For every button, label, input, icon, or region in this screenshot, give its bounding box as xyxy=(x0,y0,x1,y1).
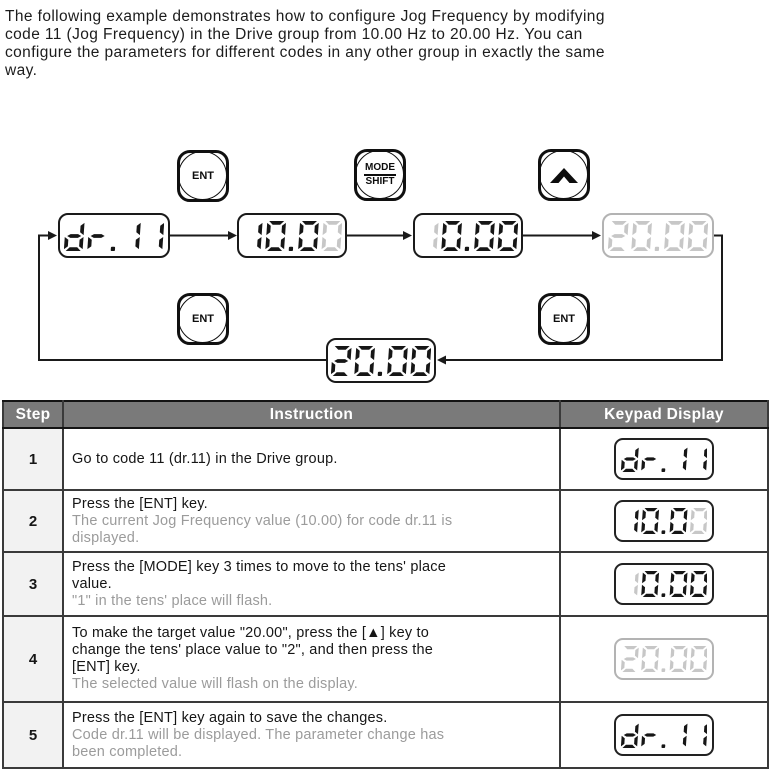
instruction-text: Press the [ENT] key. xyxy=(72,495,208,512)
ent-button: ENT xyxy=(177,293,229,345)
steps-table: Step Instruction Keypad Display 1 Go to c… xyxy=(2,400,769,769)
instruction-text: [ENT] key. xyxy=(72,659,141,675)
paragraph-line: The following example demonstrates how t… xyxy=(5,8,605,25)
instruction-note: The selected value will flash on the dis… xyxy=(72,676,358,692)
table-row: 4 To make the target value "20.00", press… xyxy=(2,615,769,703)
step-number: 3 xyxy=(2,551,64,617)
shift-label: SHIFT xyxy=(365,176,395,188)
seven-segment-display xyxy=(614,500,714,542)
button-circle xyxy=(357,152,403,198)
ent-button-label: ENT xyxy=(192,313,214,325)
instruction-cell: Press the [ENT] key.The current Jog Freq… xyxy=(62,489,561,553)
instruction-note: Code dr.11 will be displayed. The parame… xyxy=(72,726,445,743)
keypad-flow-diagram: ENT MODE SHIFT ENT ENT xyxy=(0,140,769,395)
button-circle xyxy=(541,152,587,198)
seven-segment-display xyxy=(413,213,523,258)
keypad-display-cell xyxy=(559,489,769,553)
instruction-text: change the tens' place value to "2", and… xyxy=(72,642,434,658)
seven-segment-display xyxy=(614,714,714,756)
instruction-note: been completed. xyxy=(72,743,183,760)
header-step: Step xyxy=(2,400,64,429)
step-number: 5 xyxy=(2,701,64,769)
button-circle xyxy=(541,296,587,342)
mode-shift-button: MODE SHIFT xyxy=(354,149,406,201)
instruction-cell: Press the [ENT] key again to save the ch… xyxy=(62,701,561,769)
keypad-display-cell xyxy=(559,551,769,617)
flow-connector-svg xyxy=(38,231,723,365)
instruction-note: "1" in the tens' place will flash. xyxy=(72,592,273,609)
seven-segment-display xyxy=(237,213,347,258)
header-instruction: Instruction xyxy=(62,400,561,429)
instruction-note: displayed. xyxy=(72,529,140,546)
paragraph-line: code 11 (Jog Frequency) in the Drive gro… xyxy=(5,26,583,43)
instruction-text: Press the [MODE] key 3 times to move to … xyxy=(72,558,447,575)
instruction-text: Go to code 11 (dr.11) in the Drive group… xyxy=(72,450,338,467)
button-circle xyxy=(180,153,226,199)
seven-segment-display xyxy=(614,563,714,605)
step-number: 2 xyxy=(2,489,64,553)
seven-segment-display xyxy=(58,213,170,258)
keypad-display-cell xyxy=(559,701,769,769)
seven-segment-display xyxy=(326,338,436,383)
ent-button-label: ENT xyxy=(553,313,575,325)
paragraph-line: way. xyxy=(5,62,38,79)
keypad-display-cell xyxy=(559,615,769,703)
step-number: 1 xyxy=(2,427,64,491)
table-header-row: Step Instruction Keypad Display xyxy=(2,400,769,429)
seven-segment-display xyxy=(614,438,714,480)
instruction-note: The current Jog Frequency value (10.00) … xyxy=(72,512,453,529)
ent-button: ENT xyxy=(177,150,229,202)
instruction-text: Press the [ENT] key again to save the ch… xyxy=(72,709,388,726)
intro-paragraph: The following example demonstrates how t… xyxy=(5,8,765,80)
header-keypad-display: Keypad Display xyxy=(559,400,769,429)
step-number: 4 xyxy=(2,615,64,703)
up-arrow-button xyxy=(538,149,590,201)
instruction-text: value. xyxy=(72,575,112,592)
seven-segment-display xyxy=(602,213,714,258)
ent-button-label: ENT xyxy=(192,170,214,182)
up-chevron-icon xyxy=(550,167,578,183)
table-row: 3 Press the [MODE] key 3 times to move to… xyxy=(2,551,769,617)
mode-label: MODE xyxy=(364,162,396,177)
instruction-cell: To make the target value "20.00", press … xyxy=(62,615,561,703)
instruction-cell: Press the [MODE] key 3 times to move to … xyxy=(62,551,561,617)
table-row: 5 Press the [ENT] key again to save the c… xyxy=(2,701,769,769)
instruction-cell: Go to code 11 (dr.11) in the Drive group… xyxy=(62,427,561,491)
seven-segment-display xyxy=(614,638,714,680)
ent-button: ENT xyxy=(538,293,590,345)
table-row: 1 Go to code 11 (dr.11) in the Drive grou… xyxy=(2,427,769,491)
keypad-display-cell xyxy=(559,427,769,491)
instruction-text: To make the target value "20.00", press … xyxy=(72,625,430,641)
paragraph-line: configure the parameters for different c… xyxy=(5,44,605,61)
button-circle xyxy=(180,296,226,342)
